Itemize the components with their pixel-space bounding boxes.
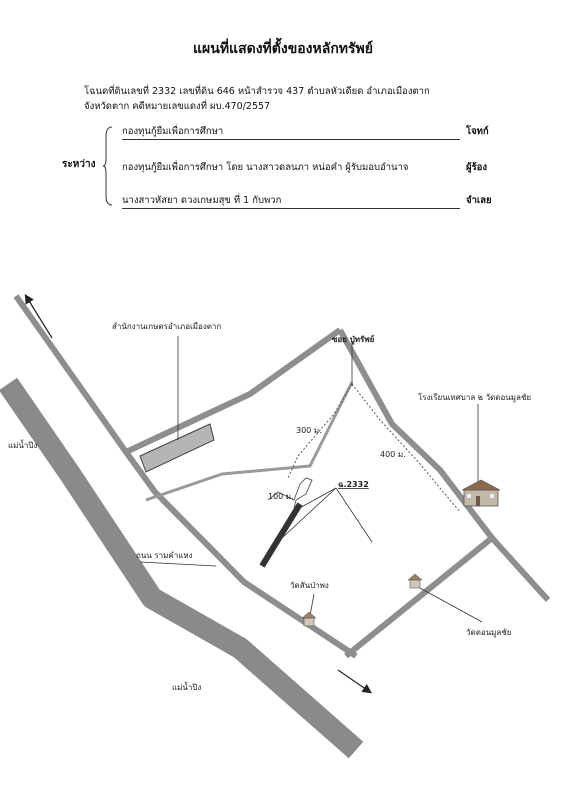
wat-sanpapong-pointer bbox=[309, 593, 315, 617]
label-wat-donmoonchai: วัดดอนมูลชัย bbox=[466, 628, 511, 638]
party-defendant-role: จำเลย bbox=[466, 195, 492, 206]
road-east bbox=[344, 535, 551, 659]
parcel-pointer-2 bbox=[295, 487, 337, 511]
road-soi-pusap bbox=[337, 328, 495, 540]
temple-icon-donmoonchai bbox=[407, 573, 423, 589]
label-wat-sanpapong: วัดสันป่าพง bbox=[290, 581, 329, 590]
river-ping bbox=[0, 377, 364, 759]
road-ramkhamhaeng bbox=[13, 294, 358, 659]
deed-info-line-2: จังหวัดตาก คดีหมายเลขแดงที่ ผบ.470/2557 bbox=[84, 101, 271, 112]
label-river-top: แม่น้ำปิง bbox=[8, 439, 37, 450]
between-label: ระหว่าง bbox=[62, 159, 96, 170]
parcel-2332 bbox=[259, 502, 303, 568]
label-dist-300: 300 ม. bbox=[296, 426, 322, 435]
flow-arrow-top bbox=[24, 293, 53, 339]
label-river-bottom: แม่น้ำปิง bbox=[172, 681, 201, 692]
deed-info-line-1: โฉนดที่ดินเลขที่ 2332 เลขที่ดิน 646 หน้า… bbox=[84, 86, 430, 97]
parcel-pointer-3 bbox=[335, 487, 373, 543]
road-access-lane bbox=[145, 381, 354, 502]
party-petitioner-name: กองทุนกู้ยืมเพื่อการศึกษา โดย นางสาวดลนภ… bbox=[122, 162, 409, 173]
label-road: ถนน รามคำแหง bbox=[136, 551, 193, 560]
party-plaintiff-role: โจทก์ bbox=[466, 126, 489, 137]
party-petitioner-role: ผู้ร้อง bbox=[466, 162, 488, 173]
label-agri-office: สำนักงานเกษตรอำเภอเมืองตาก bbox=[112, 322, 221, 331]
school-building-icon bbox=[461, 479, 501, 507]
road-northeast bbox=[124, 327, 342, 455]
distance-300-path bbox=[287, 383, 353, 479]
party-defendant-name: นางสาวหัสยา ดวงเกษมสุข ที่ 1 กับพวก bbox=[122, 193, 460, 209]
temple-icon-sanpapong bbox=[301, 611, 317, 627]
label-parcel: ฉ.2332 bbox=[338, 480, 369, 489]
agri-office-building bbox=[139, 423, 215, 473]
parcel-pointer-1 bbox=[281, 487, 337, 539]
flow-arrow-bottom bbox=[337, 669, 372, 694]
road-label-pointer bbox=[139, 561, 217, 567]
label-dist-400: 400 ม. bbox=[380, 450, 406, 459]
distance-400-path bbox=[351, 383, 461, 513]
brace-icon bbox=[103, 126, 113, 206]
party-plaintiff-name: กองทุนกู้ยืมเพื่อการศึกษา bbox=[122, 124, 460, 140]
label-dist-100: 100 ม. bbox=[268, 492, 294, 501]
wat-donmoonchai-pointer bbox=[419, 587, 483, 623]
parcel-outline bbox=[267, 477, 313, 509]
label-school: โรงเรียนเทศบาล ๒ วัดดอนมูลชัย bbox=[418, 392, 531, 403]
page-title: แผนที่แสดงที่ตั้งของหลักทรัพย์ bbox=[193, 41, 373, 57]
label-soi: ซอย ปู่ทรัพย์ bbox=[332, 334, 375, 345]
